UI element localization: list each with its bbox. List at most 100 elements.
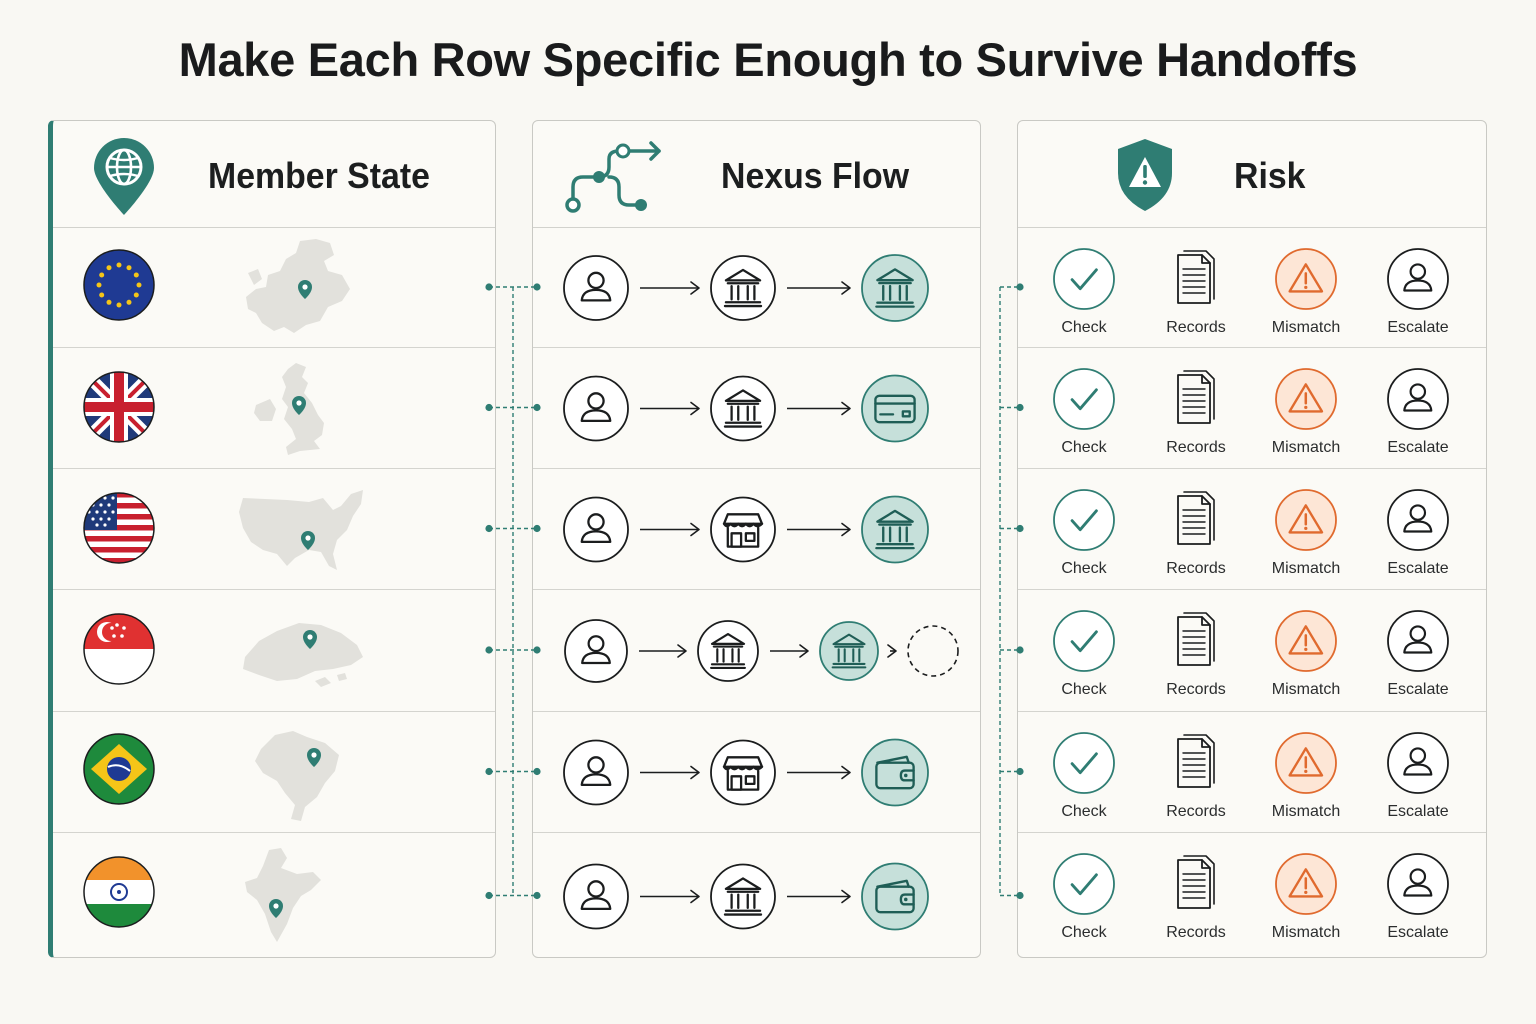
bank-icon <box>697 620 759 682</box>
member-row <box>53 832 495 957</box>
risk-label-mismatch: Mismatch <box>1271 924 1341 941</box>
member-row <box>53 227 495 348</box>
risk-label-escalate: Escalate <box>1387 924 1449 941</box>
person-icon <box>1387 489 1449 551</box>
nexus-flow-row <box>533 347 980 469</box>
brazil-map-icon <box>255 731 339 821</box>
person-icon <box>563 739 629 806</box>
singapore-map-icon <box>243 623 363 687</box>
risk-label-escalate: Escalate <box>1387 319 1449 336</box>
risk-label-mismatch: Mismatch <box>1271 439 1341 456</box>
flow-arrow <box>639 644 687 658</box>
member-state-panel: Member State <box>48 120 496 958</box>
risk-label-records: Records <box>1166 803 1226 820</box>
flow-arrow <box>787 401 851 416</box>
eu-flag-icon <box>83 249 155 321</box>
nexus-flow-chain <box>563 862 929 931</box>
page-title: Make Each Row Specific Enough to Survive… <box>178 33 1358 86</box>
nexus-flow-row <box>533 468 980 590</box>
warning-icon <box>1275 610 1337 672</box>
store-icon <box>710 496 776 563</box>
bank-icon <box>861 495 929 564</box>
flow-arrow <box>770 644 809 658</box>
flow-arrow <box>787 765 851 780</box>
card-icon <box>861 374 929 443</box>
usa-map-icon <box>239 490 363 570</box>
flow-arrow <box>640 401 700 416</box>
risk-label-check: Check <box>1061 803 1107 820</box>
risk-label-check: Check <box>1061 319 1107 336</box>
warning-icon <box>1275 368 1337 430</box>
check-icon <box>1053 853 1115 915</box>
dashed-placeholder-icon <box>907 625 959 677</box>
shield-warning-icon <box>1118 139 1172 211</box>
person-icon <box>563 496 629 563</box>
uk-map-icon <box>254 363 324 455</box>
risk-label-records: Records <box>1166 924 1226 941</box>
wallet-icon <box>861 738 929 807</box>
nexus-flow-row <box>533 711 980 833</box>
person-icon <box>1387 610 1449 672</box>
risk-header: Risk <box>1018 121 1486 228</box>
flow-arrow <box>787 889 851 904</box>
risk-label-escalate: Escalate <box>1387 560 1449 577</box>
person-icon <box>563 375 629 442</box>
flow-arrow <box>640 765 700 780</box>
store-icon <box>710 739 776 806</box>
person-icon <box>1387 732 1449 794</box>
person-icon <box>1387 853 1449 915</box>
risk-label-records: Records <box>1166 681 1226 698</box>
nexus-flow-chain <box>563 374 929 443</box>
nexus-flow-header: Nexus Flow <box>533 121 980 228</box>
india-flag-icon <box>83 856 155 928</box>
nexus-flow-row <box>533 589 980 712</box>
bank-icon <box>710 375 776 442</box>
nexus-flow-row <box>533 227 980 348</box>
risk-title: Risk <box>1234 155 1306 196</box>
bank-icon <box>861 254 929 322</box>
flow-arrow <box>640 281 700 295</box>
risk-label-mismatch: Mismatch <box>1271 560 1341 577</box>
check-icon <box>1053 489 1115 551</box>
person-icon <box>564 619 628 683</box>
check-icon <box>1053 732 1115 794</box>
us-flag-icon <box>83 492 155 564</box>
member-state-header: Member State <box>53 121 495 228</box>
person-icon <box>563 863 629 930</box>
flow-arrow <box>640 522 700 537</box>
nexus-flow-chain <box>563 254 929 322</box>
flow-arrow <box>787 281 851 295</box>
records-icon <box>1177 370 1215 424</box>
risk-label-escalate: Escalate <box>1387 439 1449 456</box>
person-icon <box>1387 248 1449 310</box>
risk-label-mismatch: Mismatch <box>1271 681 1341 698</box>
flow-arrow <box>787 522 851 537</box>
member-row <box>53 711 495 833</box>
nexus-flow-chain <box>563 738 929 807</box>
nexus-flow-chain <box>563 495 929 564</box>
bank-icon <box>710 863 776 930</box>
check-icon <box>1053 248 1115 310</box>
bank-icon <box>819 621 879 681</box>
records-icon <box>1177 250 1215 304</box>
europe-map-icon <box>246 239 350 333</box>
risk-label-records: Records <box>1166 439 1226 456</box>
nexus-flow-chain <box>564 619 959 683</box>
globe-pin-icon <box>94 138 154 215</box>
nexus-flow-panel: Nexus Flow <box>532 120 981 958</box>
member-state-title: Member State <box>208 155 430 196</box>
warning-icon <box>1275 489 1337 551</box>
records-icon <box>1177 855 1215 909</box>
check-icon <box>1053 610 1115 672</box>
risk-label-escalate: Escalate <box>1387 681 1449 698</box>
wallet-icon <box>861 862 929 931</box>
risk-label-check: Check <box>1061 560 1107 577</box>
risk-label-records: Records <box>1166 319 1226 336</box>
india-map-icon <box>245 848 321 942</box>
person-icon <box>1387 368 1449 430</box>
